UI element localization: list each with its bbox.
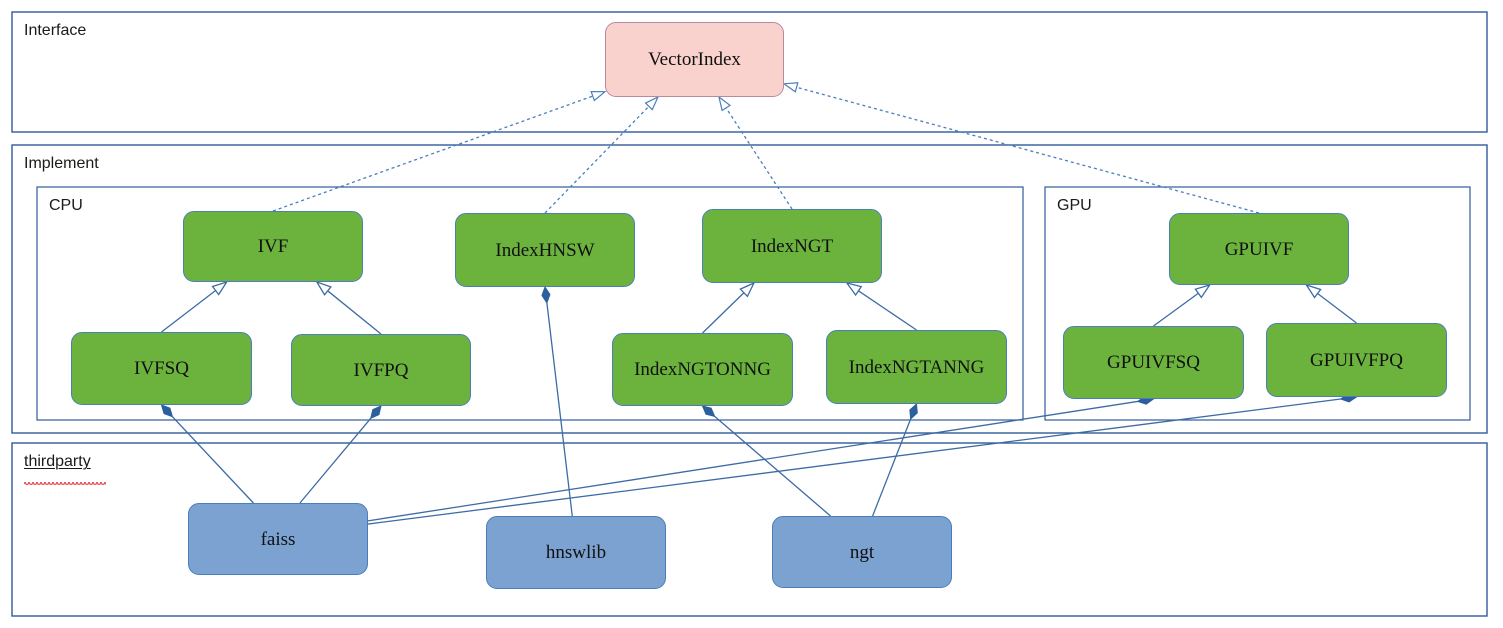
edge-gpuivfsq-gpuivf-arrowhead — [1194, 283, 1212, 299]
node-label: IndexNGT — [750, 235, 834, 257]
edge-ngt-indexngtonng-line — [714, 415, 831, 517]
node-label: ngt — [849, 541, 875, 563]
group-label-implement: Implement — [24, 155, 99, 172]
edge-gpuivfsq-gpuivf-line — [1153, 292, 1199, 327]
node-gpuivfsq[interactable]: GPUIVFSQ — [1063, 326, 1244, 399]
node-ngt[interactable]: ngt — [772, 516, 952, 588]
node-label: IVFSQ — [134, 358, 189, 379]
edge-faiss-ivfpq-line — [299, 417, 372, 504]
node-ivfsq[interactable]: IVFSQ — [71, 332, 252, 405]
edge-indexhnsw-vectorindex-line — [544, 105, 650, 214]
edge-gpuivf-vectorindex-line — [796, 86, 1260, 214]
node-vectorindex[interactable]: VectorIndex — [605, 22, 784, 97]
edge-hnswlib-indexhnsw-line — [546, 302, 573, 517]
node-label: VectorIndex — [648, 49, 741, 70]
node-label: IVF — [257, 236, 289, 257]
edge-indexngtanng-indexngt-arrowhead — [845, 281, 863, 297]
node-label: GPUIVFPQ — [1310, 349, 1403, 371]
node-label: hnswlib — [545, 542, 607, 563]
group-label-cpu: CPU — [49, 197, 83, 214]
node-ivfpq[interactable]: IVFPQ — [291, 334, 471, 406]
node-label: IVFPQ — [353, 359, 409, 381]
edge-indexngtonng-indexngt-line — [702, 292, 745, 334]
node-label: IndexHNSW — [495, 239, 595, 261]
group-label-interface: Interface — [24, 22, 87, 39]
group-label-thirdparty: thirdparty — [24, 453, 91, 470]
node-label: GPUIVF — [1224, 238, 1294, 260]
node-faiss[interactable]: faiss — [188, 503, 368, 575]
node-indexhnsw[interactable]: IndexHNSW — [455, 213, 635, 287]
node-gpuivf[interactable]: GPUIVF — [1169, 213, 1349, 285]
edge-faiss-gpuivfpq-line — [367, 398, 1341, 525]
group-label-gpu: GPU — [1057, 197, 1092, 214]
edge-gpuivf-vectorindex-arrowhead — [782, 82, 799, 93]
edge-indexngt-vectorindex-line — [725, 107, 793, 210]
node-label: IndexNGTANNG — [848, 356, 985, 378]
edge-faiss-ivfsq-diamond — [160, 404, 174, 418]
edge-indexngt-vectorindex-arrowhead — [717, 95, 732, 112]
edge-ngt-indexngtonng-diamond — [701, 405, 716, 418]
node-indexngtanng[interactable]: IndexNGTANNG — [826, 330, 1007, 404]
edge-ivfsq-ivf-arrowhead — [211, 280, 229, 296]
node-indexngt[interactable]: IndexNGT — [702, 209, 882, 283]
node-gpuivfpq[interactable]: GPUIVFPQ — [1266, 323, 1447, 397]
edge-ivfpq-ivf-line — [327, 290, 382, 335]
node-ivf[interactable]: IVF — [183, 211, 363, 282]
edge-ivf-vectorindex-line — [272, 95, 593, 212]
edge-ngt-indexngtanng-line — [872, 418, 912, 517]
edge-faiss-ivfsq-line — [171, 416, 254, 504]
node-label: GPUIVFSQ — [1107, 352, 1200, 373]
edge-indexngtonng-indexngt-arrowhead — [739, 281, 756, 298]
node-indexngtonng[interactable]: IndexNGTONNG — [612, 333, 793, 406]
edge-gpuivfpq-gpuivf-arrowhead — [1304, 283, 1322, 299]
node-label: IndexNGTONNG — [634, 359, 771, 380]
edge-ivf-vectorindex-arrowhead — [590, 91, 607, 102]
edge-ivfsq-ivf-line — [161, 290, 216, 333]
edge-ivfpq-ivf-arrowhead — [315, 280, 332, 296]
edge-indexngtanng-indexngt-line — [858, 290, 917, 331]
edge-hnswlib-indexhnsw-diamond — [541, 285, 551, 304]
edge-gpuivfpq-gpuivf-line — [1317, 292, 1357, 324]
edge-faiss-gpuivfsq-line — [367, 400, 1138, 522]
node-hnswlib[interactable]: hnswlib — [486, 516, 666, 589]
edge-ngt-indexngtanng-diamond — [909, 402, 918, 420]
edge-indexhnsw-vectorindex-arrowhead — [644, 95, 660, 111]
edge-faiss-ivfpq-diamond — [370, 405, 382, 420]
node-label: faiss — [260, 528, 296, 550]
